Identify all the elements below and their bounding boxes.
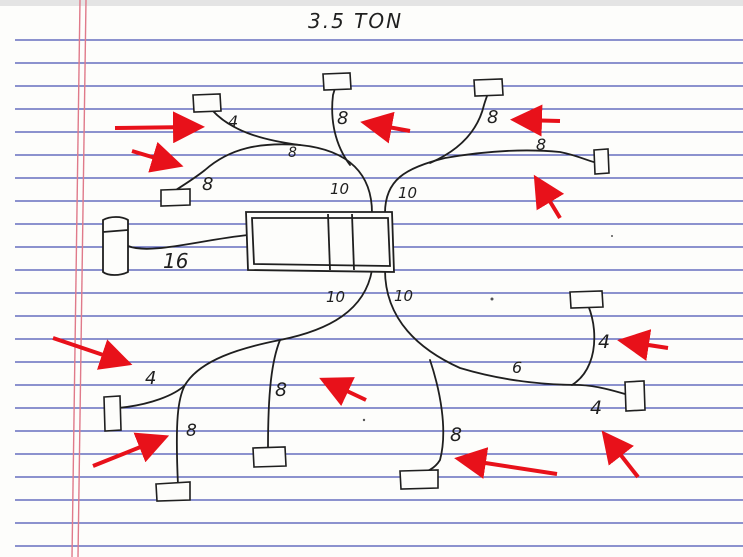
arrow-ur-right (533, 174, 565, 220)
lower-left-main-duct (175, 269, 373, 486)
register-ll-center (252, 446, 287, 468)
return-grille (102, 216, 129, 276)
duct-size-labels: 16 10 10 10 10 4 8 8 8 8 8 4 8 8 8 6 4 4 (145, 107, 610, 446)
upper-right-main-duct (384, 149, 599, 214)
arrow-ur-top (510, 104, 561, 137)
ll-left-run (117, 384, 186, 409)
register-lr-right (624, 380, 646, 412)
lower-right-main-label: 10 (394, 287, 413, 305)
run-label-ur-top: 8 (487, 107, 498, 128)
register-ul-bottom (160, 188, 191, 207)
arrow-ll-bottom (92, 432, 170, 468)
arrow-lr-center (454, 447, 558, 479)
air-handler-unit (245, 211, 395, 273)
arrow-ul-top (114, 111, 205, 144)
supply-registers (103, 72, 646, 502)
margin-lines (71, 0, 87, 557)
arrow-lr-top (617, 329, 669, 361)
register-ur-top (473, 78, 504, 97)
run-label-top-center: 8 (337, 108, 348, 129)
trunk-duct (127, 234, 249, 250)
run-label-lr-center: 8 (450, 424, 462, 446)
arrow-ll-left (52, 336, 133, 370)
run-label-ul-mid: 8 (288, 145, 297, 161)
upper-left-main-duct (175, 143, 373, 214)
page-title: 3.5 TON (308, 9, 403, 33)
run-label-ll-left: 4 (145, 368, 156, 389)
lower-left-main-label: 10 (326, 288, 345, 306)
arrow-ul-mid (131, 141, 184, 173)
run-label-ul-bottom: 8 (202, 174, 213, 195)
paper-specks (362, 235, 613, 422)
upper-left-main-label: 10 (330, 180, 349, 198)
run-label-lr-top: 4 (598, 331, 610, 353)
run-label-ll-center: 8 (275, 379, 287, 401)
run-label-lr-bottom: 4 (590, 397, 602, 419)
register-ll-bottom (155, 481, 191, 502)
trunk-size-label: 16 (163, 249, 188, 273)
upper-right-main-label: 10 (398, 184, 417, 202)
ul-top-run (211, 109, 301, 146)
arrow-lr-bottom (601, 430, 640, 479)
lr-top-run (571, 304, 596, 386)
register-top-center (322, 72, 352, 91)
run-label-ll-bottom: 8 (186, 421, 197, 441)
ll-center-run (267, 339, 281, 449)
annotation-arrows (52, 104, 669, 479)
run-label-lr-6: 6 (512, 358, 522, 377)
run-label-ul-top: 4 (228, 112, 238, 131)
register-ul-top (192, 93, 222, 113)
register-ur-right (593, 148, 610, 175)
arrow-top-center (360, 111, 411, 144)
run-label-ur-right: 8 (536, 135, 546, 154)
paper-shadow-edge (0, 0, 743, 6)
register-ll-left (103, 395, 122, 432)
arrow-ll-center (319, 377, 367, 407)
lower-right-main-duct (384, 269, 633, 397)
register-lr-top (569, 290, 604, 309)
register-lr-center (399, 469, 439, 490)
